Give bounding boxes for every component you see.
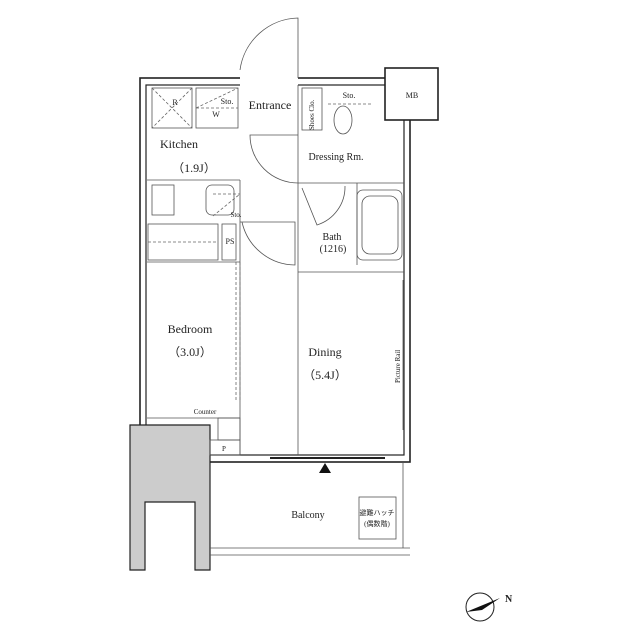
outer-walls (139, 67, 439, 463)
bedroom-label: Bedroom (168, 322, 213, 336)
kitchen-size: （1.9J） (172, 161, 216, 175)
structural-column (129, 424, 211, 571)
partitions (147, 85, 410, 556)
north-label: N (505, 594, 513, 605)
bath-door (301, 185, 346, 226)
mb-label: MB (406, 91, 418, 100)
dashed-storage (148, 87, 372, 400)
entrance-door[interactable] (239, 17, 299, 78)
dining-label: Dining (308, 345, 341, 359)
bedroom-size: （3.0J） (168, 345, 212, 359)
main-opening-marker-icon (319, 463, 331, 473)
sink-storage-label: Sto. (230, 211, 241, 219)
mb-box (384, 67, 439, 121)
balcony-label: Balcony (291, 510, 324, 521)
entrance-label: Entrance (249, 98, 292, 112)
kitchen-label: Kitchen (160, 137, 198, 151)
counter-label: Counter (194, 408, 217, 416)
pipe-space-label: PS (226, 237, 235, 246)
toilet-storage-label: Sto. (343, 91, 356, 100)
dining-size: （5.4J） (303, 368, 347, 382)
hatch-label-line2: (偶数階) (364, 519, 390, 528)
bath-size: (1216) (320, 244, 347, 255)
north-arrow-icon: N (465, 592, 513, 622)
p-label: P (222, 445, 226, 453)
fridge-label: R (172, 98, 178, 107)
washer-label: W (212, 110, 220, 119)
kitchen-storage-label: Sto. (221, 97, 234, 106)
shoes-closet-label: Shoes Clo. (308, 99, 316, 130)
dressing-door (249, 134, 299, 184)
picture-rail-label: Picture Rail (394, 350, 402, 383)
dressing-room-label: Dressing Rm. (309, 152, 364, 163)
bath-label: Bath (323, 232, 342, 243)
dining-door (240, 221, 296, 266)
hatch-label-line1: 避難ハッチ (360, 508, 395, 517)
